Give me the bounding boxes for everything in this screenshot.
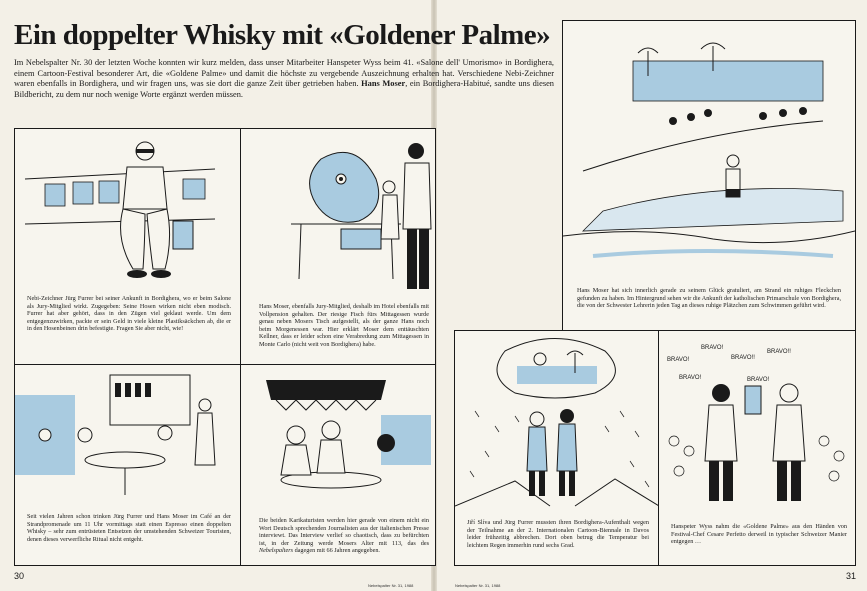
caption-beach: Hans Moser hat sich innerlich gerade zu … [577,287,841,310]
cartoon-panel-award: BRAVO! BRAVO! BRAVO!! BRAVO!! BRAVO! BRA… [658,330,856,566]
speech-bravo-5: BRAVO! [679,375,702,381]
cartoon-panel-rain: Jiří Slíva und Jürg Furrer mussten ihren… [454,330,660,566]
cartoon-arrival-drawing [24,141,216,278]
cartoon-fish-drawing [291,143,432,289]
cartoon-whisky-drawing [15,374,216,495]
headline: Ein doppelter Whisky mit «Goldener Palme… [14,19,551,51]
speech-bravo-3: BRAVO!! [731,355,755,361]
caption-interview-part2: dagegen mit 66 Jahren angegeben. [293,547,380,555]
caption-fish: Hans Moser, ebenfalls Jury-Mitglied, des… [259,303,429,348]
cartoon-panel-fish: Hans Moser, ebenfalls Jury-Mitglied, des… [240,128,436,366]
cartoon-panel-arrival: Nebi-Zeichner Jürg Furrer bei seiner Ank… [14,128,242,366]
caption-interview-part1: Die beiden Karikaturisten werden hier ge… [259,517,429,547]
caption-interview-italic: Nebelspalters [259,547,294,555]
caption-rain: Jiří Slíva und Jürg Furrer mussten ihren… [467,519,649,549]
cartoon-award-drawing: BRAVO! BRAVO! BRAVO!! BRAVO!! BRAVO! BRA… [667,345,845,501]
page-number-left: 30 [14,571,25,581]
cartoon-beach-drawing [563,42,855,258]
cartoon-panel-interview: Die beiden Karikaturisten werden hier ge… [240,364,436,566]
cartoon-rain-drawing [455,338,659,507]
cartoon-panel-beach: Hans Moser hat sich innerlich gerade zu … [562,20,856,332]
speech-bravo-1: BRAVO! [667,357,690,363]
cartoon-panel-whisky: Seit vielen Jahren schon trinken Jürg Fu… [14,364,242,566]
speech-bravo-4: BRAVO!! [767,349,791,355]
footer-mark-left: Nebelspalter Nr. 31, 1988 [368,583,414,588]
footer-mark-right: Nebelspalter Nr. 31, 1988 [455,583,501,588]
caption-arrival: Nebi-Zeichner Jürg Furrer bei seiner Ank… [27,295,231,333]
cartoon-interview-drawing [266,380,431,489]
caption-whisky: Seit vielen Jahren schon trinken Jürg Fu… [27,513,231,543]
intro-part2: , ein Bordighera-Habitué, sandte uns die… [14,79,554,99]
intro-part1: Im Nebelspalter Nr. 30 der letzten Woche… [14,58,554,89]
intro-author: Hans Moser [361,79,406,89]
page-number-right: 31 [846,571,857,581]
intro-text: Im Nebelspalter Nr. 30 der letzten Woche… [14,58,554,100]
caption-interview: Die beiden Karikaturisten werden hier ge… [259,517,429,555]
speech-bravo-6: BRAVO! [747,377,770,383]
caption-award: Hanspeter Wyss nahm die «Goldene Palme» … [671,523,847,546]
speech-bravo-2: BRAVO! [701,345,724,351]
